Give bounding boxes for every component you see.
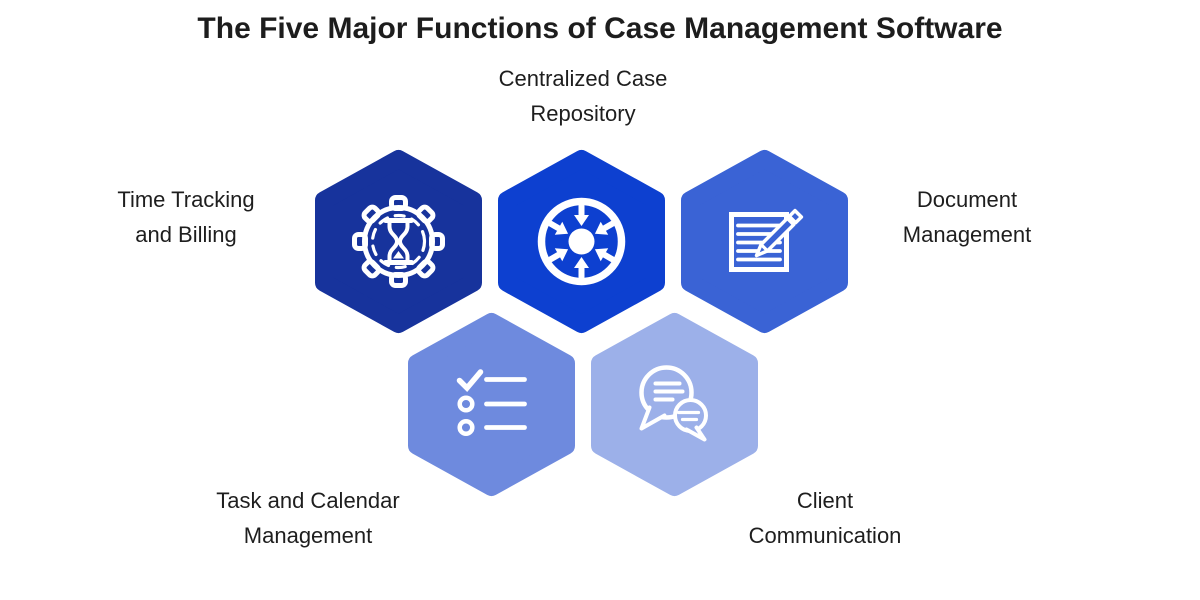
- label-line: Time Tracking: [117, 187, 255, 212]
- function-label-client-communication: Client Communication: [665, 483, 985, 553]
- hexagon-shape: [591, 313, 758, 496]
- hexagon-time-tracking: [315, 150, 482, 333]
- function-label-task-calendar: Task and Calendar Management: [148, 483, 468, 553]
- hexagon-task-calendar: [408, 313, 575, 496]
- function-label-time-tracking: Time Tracking and Billing: [26, 182, 346, 252]
- inward-arrows-icon: [537, 197, 626, 286]
- function-label-centralized-repository: Centralized Case Repository: [423, 61, 743, 131]
- label-line: Communication: [748, 523, 902, 548]
- label-line: Management: [243, 523, 373, 548]
- gear-hourglass-icon: [352, 195, 445, 288]
- hexagon-document-management: [681, 150, 848, 333]
- label-line: Task and Calendar: [216, 488, 400, 513]
- label-line: Management: [902, 222, 1032, 247]
- label-line: Document: [916, 187, 1018, 212]
- label-line: Client: [796, 488, 854, 513]
- function-label-document-management: Document Management: [807, 182, 1127, 252]
- hexagon-centralized-repository: [498, 150, 665, 333]
- document-pencil-icon: [729, 208, 804, 272]
- label-line: Repository: [530, 101, 636, 126]
- hexagon-client-communication: [591, 313, 758, 496]
- chat-bubbles-icon: [639, 365, 708, 442]
- diagram-title: The Five Major Functions of Case Managem…: [197, 12, 1003, 45]
- label-line: Centralized Case: [498, 66, 668, 91]
- checklist-icon: [456, 369, 527, 437]
- label-line: and Billing: [135, 222, 237, 247]
